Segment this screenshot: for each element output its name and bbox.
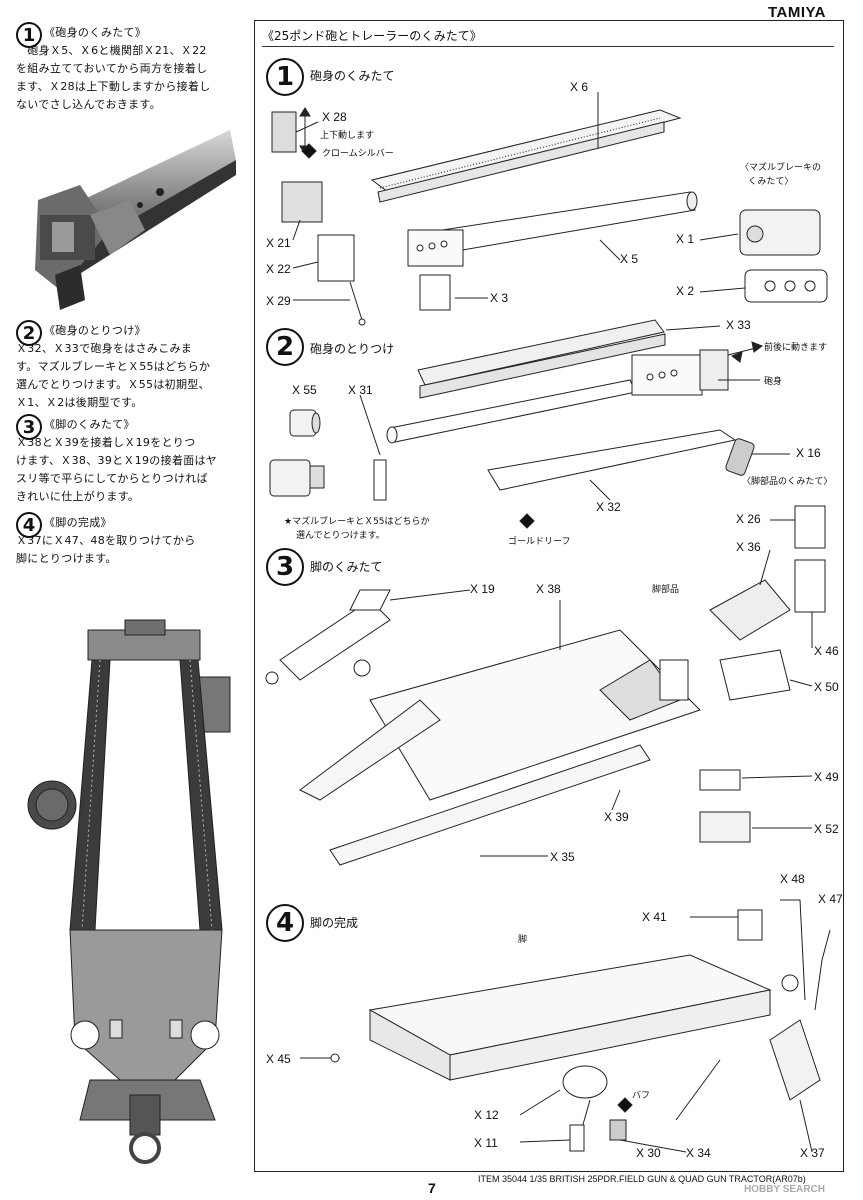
label-x21: X 21 <box>266 236 291 250</box>
step-2-title: 砲身のとりつけ <box>310 342 395 356</box>
step-3-title: 脚のくみたて <box>310 560 383 574</box>
label-x35: X 35 <box>550 850 575 864</box>
step-line: ます、Ｘ28は上下動しますから接着し <box>16 80 211 93</box>
left-step-4: 4 《脚の完成》 Ｘ37にＸ47、48を取りつけてから 脚にとりつけます。 <box>16 512 252 568</box>
label-x33: X 33 <box>726 318 751 332</box>
label-x28: X 28 <box>322 110 347 124</box>
step-title: 《脚のくみたて》 <box>44 418 135 431</box>
label-x49: X 49 <box>814 770 839 784</box>
title-underline <box>262 46 834 47</box>
step-line: 選んでとりつけます。Ｘ55は初期型、 <box>16 378 210 391</box>
step-line: 脚にとりつけます。 <box>16 552 117 565</box>
page-number: 7 <box>428 1180 436 1196</box>
step-line: きれいに仕上がります。 <box>16 490 140 503</box>
main-title: 《25ポンド砲とトレーラーのくみたて》 <box>262 29 482 43</box>
label-x52: X 52 <box>814 822 839 836</box>
label-x29: X 29 <box>266 294 291 308</box>
step-number-badge: 2 <box>16 320 42 346</box>
note-leg-part: 脚部品 <box>652 585 680 595</box>
item-footer: ITEM 35044 1/35 BRITISH 25PDR.FIELD GUN … <box>478 1174 806 1184</box>
step-4-badge: 4 <box>266 904 304 942</box>
label-x48: X 48 <box>780 872 805 886</box>
main-frame <box>254 20 844 1172</box>
label-x38: X 38 <box>536 582 561 596</box>
label-x34: X 34 <box>686 1146 711 1160</box>
step-title: 《砲身のとりつけ》 <box>44 324 146 337</box>
label-x16: X 16 <box>796 446 821 460</box>
step-number-badge: 4 <box>16 512 42 538</box>
note-up-down: 上下動します <box>320 131 375 141</box>
label-x47: X 47 <box>818 892 843 906</box>
step-title: 《脚の完成》 <box>44 516 112 529</box>
step-line: Ｘ37にＸ47、48を取りつけてから <box>16 534 196 547</box>
step-2-badge: 2 <box>266 328 304 366</box>
watermark: HOBBY SEARCH <box>744 1184 825 1195</box>
label-x3: X 3 <box>490 291 509 305</box>
step-3-badge: 3 <box>266 548 304 586</box>
label-x11: X 11 <box>474 1136 498 1150</box>
step-title: 《砲身のくみたて》 <box>44 26 147 39</box>
step-number-badge: 3 <box>16 414 42 440</box>
label-x36: X 36 <box>736 540 761 554</box>
note-muzzle-brake-title: 〈マズルブレーキの <box>740 163 822 173</box>
step-line: けます、Ｘ38、39とＸ19の接着面はヤ <box>16 454 218 467</box>
left-step-3: 3 《脚のくみたて》 Ｘ38とＸ39を接着しＸ19をとりつ けます、Ｘ38、39… <box>16 414 252 506</box>
trail-photo <box>27 619 231 1164</box>
left-step-1: 1 《砲身のくみたて》 砲身Ｘ5、Ｘ6と機関部Ｘ21、Ｘ22 を組み立てておいて… <box>16 22 252 114</box>
step-line: す。マズルブレーキとＸ55はどちらか <box>16 360 211 373</box>
label-x37: X 37 <box>800 1146 825 1160</box>
left-step-2: 2 《砲身のとりつけ》 Ｘ32、Ｘ33で砲身をはさみこみま す。マズルブレーキと… <box>16 320 252 412</box>
label-x32: X 32 <box>596 500 621 514</box>
label-x55: X 55 <box>292 383 317 397</box>
note-muzzle-brake-title-2: くみたて〉 <box>748 177 794 187</box>
step-line: ないでさし込んでおきます。 <box>16 98 161 111</box>
brand-logo: TAMIYA <box>768 4 827 21</box>
step-line: 砲身Ｘ5、Ｘ6と機関部Ｘ21、Ｘ22 <box>16 44 207 57</box>
label-x46: X 46 <box>814 644 839 658</box>
note-leg: 脚 <box>518 935 528 945</box>
step-line: Ｘ38とＸ39を接着しＸ19をとりつ <box>16 436 196 449</box>
note-leg-parts: 〈脚部品のくみたて〉 <box>742 477 833 487</box>
note-front-back: 前後に動きます <box>764 343 828 353</box>
label-x45: X 45 <box>266 1052 291 1066</box>
label-x2: X 2 <box>676 284 695 298</box>
note-muzzle-choice-2: 選んでとりつけます。 <box>296 531 385 541</box>
step-4-title: 脚の完成 <box>310 916 359 930</box>
step-line: を組み立てておいてから両方を接着し <box>16 62 208 75</box>
label-x22: X 22 <box>266 262 291 276</box>
step-line: スリ等で平らにしてからとりつければ <box>16 472 208 485</box>
label-x19: X 19 <box>470 582 495 596</box>
label-x50: X 50 <box>814 680 839 694</box>
step-line: Ｘ1、Ｘ2は後期型です。 <box>16 396 143 409</box>
step-1-title: 砲身のくみたて <box>310 69 395 83</box>
step-1-badge: 1 <box>266 58 304 96</box>
note-chrome-silver: クロームシルバー <box>322 149 394 159</box>
label-x1: X 1 <box>676 232 695 246</box>
label-x39: X 39 <box>604 810 629 824</box>
note-gold-leaf: ゴールドリーフ <box>508 537 571 547</box>
note-muzzle-choice-1: ★マズルブレーキとＸ55はどちらか <box>284 517 430 527</box>
step-line: Ｘ32、Ｘ33で砲身をはさみこみま <box>16 342 193 355</box>
step-number-badge: 1 <box>16 22 42 48</box>
breech-photo <box>35 130 236 310</box>
label-x41: X 41 <box>642 910 667 924</box>
label-x26: X 26 <box>736 512 761 526</box>
label-x30: X 30 <box>636 1146 661 1160</box>
note-barrel: 砲身 <box>764 377 783 387</box>
label-x6: X 6 <box>570 80 589 94</box>
label-x12: X 12 <box>474 1108 499 1122</box>
note-buff: バフ <box>632 1091 651 1101</box>
label-x31: X 31 <box>348 383 373 397</box>
label-x5: X 5 <box>620 252 639 266</box>
